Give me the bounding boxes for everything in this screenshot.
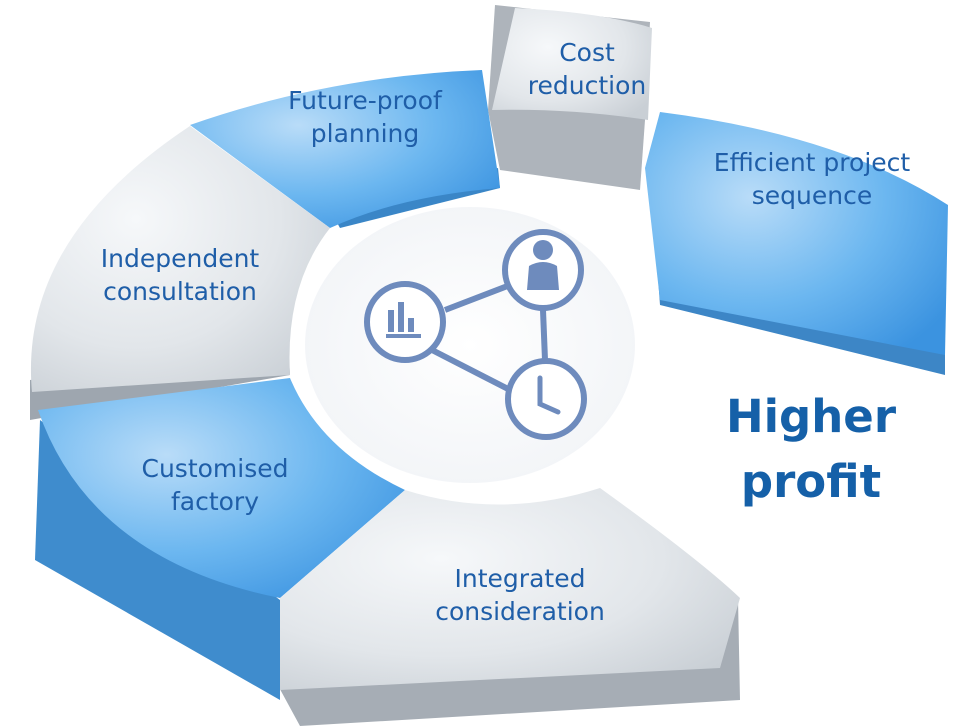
network-link-person-clock [540,309,548,361]
center-network [364,229,587,440]
bar-chart-icon [364,281,446,363]
segment-independent-consultation [30,126,331,392]
center-area [305,207,635,483]
network-link-chart-clock [430,347,512,393]
ring-tops [30,8,948,690]
segment-cost-reduction [492,8,652,120]
network-link-person-chart [443,282,512,313]
segment-future-proof-planning [190,70,500,228]
segment-integrated-consideration [280,488,740,690]
label-future-proof-planning: Future-proof planning [288,86,442,148]
label-efficient-project-sequence: Efficient project sequence [713,148,911,210]
label-independent-consultation: Independent consultation [100,244,260,306]
segment-customised-factory [38,378,405,598]
label-integrated-consideration: Integrated consideration [435,564,605,626]
person-icon [502,229,584,311]
label-cost-reduction: Cost reduction [527,38,647,100]
tagline: Higher profit [725,390,897,508]
label-customised-factory: Customised factory [141,454,289,516]
segment-integrated-consideration-side [275,598,740,726]
clock-icon [505,358,587,440]
segment-efficient-project-sequence [645,112,948,355]
